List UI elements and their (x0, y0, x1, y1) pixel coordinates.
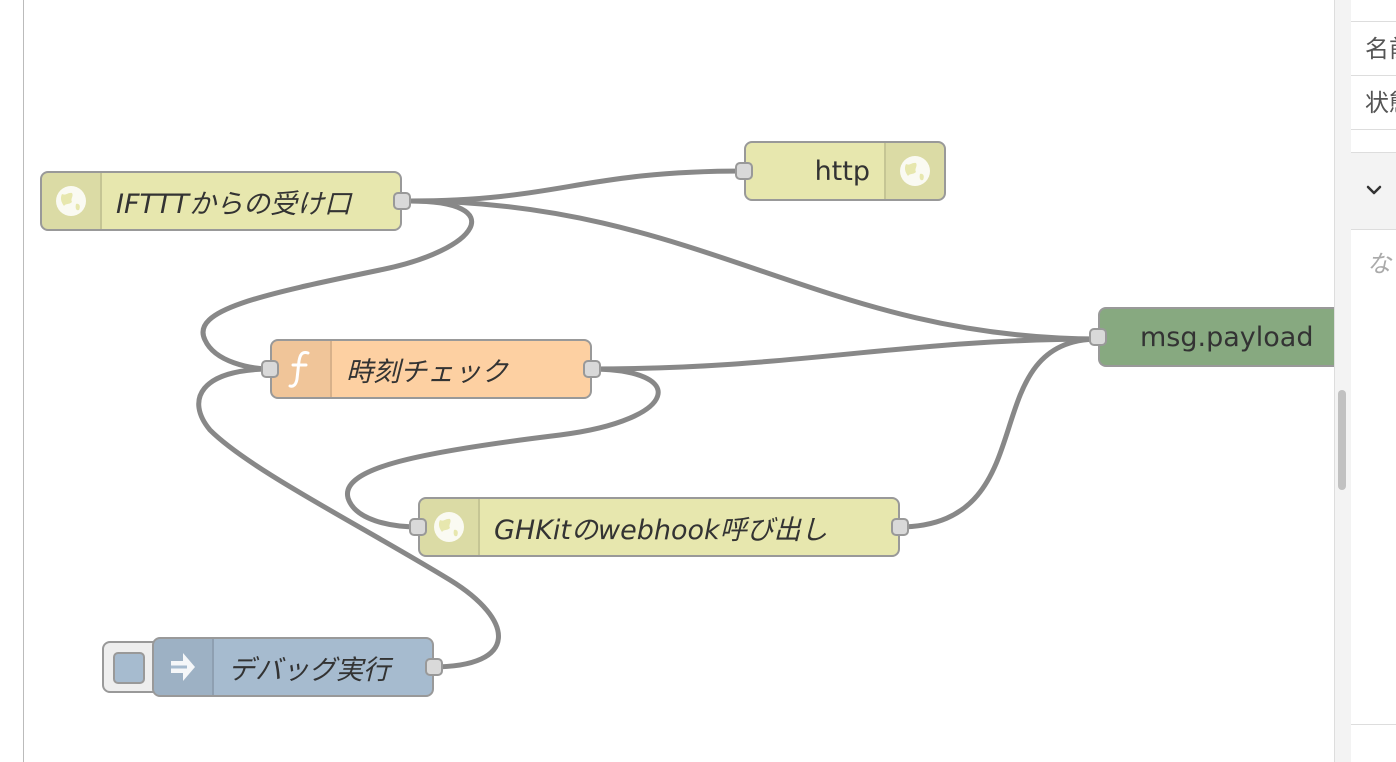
sidebar-name-row: 名前 (1351, 22, 1396, 76)
inject-button-face (113, 652, 145, 684)
workspace-scrollbar[interactable] (1334, 0, 1352, 762)
node-label: GHKitのwebhook呼び出し (494, 514, 828, 546)
wire-ghkit-to-msg-payload (895, 336, 1102, 530)
flow-workspace[interactable]: IFTTTからの受け口 http 時刻チェック (24, 0, 1334, 762)
http-response-node[interactable]: http (735, 141, 946, 201)
palette-edge (0, 0, 24, 762)
chevron-down-icon[interactable] (1365, 181, 1383, 199)
function-node[interactable]: 時刻チェック (261, 339, 601, 399)
node-label: デバッグ実行 (228, 654, 390, 686)
node-label: 時刻チェック (346, 356, 508, 388)
wire-func-to-ghkit (345, 366, 661, 530)
wire-ifttt-to-http (407, 168, 748, 204)
wires-layer (196, 168, 1102, 670)
function-icon (272, 341, 332, 397)
globe-icon (42, 173, 102, 229)
sidebar-footer (1351, 724, 1396, 762)
inject-node[interactable]: デバッグ実行 (152, 637, 443, 697)
globe-icon (420, 499, 480, 555)
info-sidebar: 名前 状態 なし (1351, 0, 1396, 762)
input-port[interactable] (409, 518, 427, 536)
wire-debug-to-func (196, 366, 501, 670)
wire-ifttt-to-msg-payload (407, 198, 1102, 342)
http-request-node[interactable]: GHKitのwebhook呼び出し (409, 497, 909, 557)
wire-func-to-msg-payload (587, 336, 1102, 372)
wire-ifttt-to-func (200, 198, 475, 372)
input-port[interactable] (1089, 328, 1107, 346)
node-label: msg.payload (1140, 321, 1314, 353)
globe-icon (884, 143, 944, 199)
debug-node[interactable]: msg.payload (1089, 307, 1334, 367)
sidebar-section-header[interactable] (1351, 152, 1396, 230)
input-port[interactable] (735, 162, 753, 180)
output-port[interactable] (393, 192, 411, 210)
status-label: 状態 (1365, 89, 1396, 117)
node-label: IFTTTからの受け口 (116, 188, 351, 220)
sidebar-status-row: 状態 (1351, 76, 1396, 130)
ifttt-http-in-node[interactable]: IFTTTからの受け口 (40, 171, 411, 231)
output-port[interactable] (425, 658, 443, 676)
output-port[interactable] (583, 360, 601, 378)
output-port[interactable] (891, 518, 909, 536)
sidebar-empty-text: なし (1367, 250, 1396, 278)
input-port[interactable] (261, 360, 279, 378)
arrow-right-icon (154, 639, 214, 695)
name-label: 名前 (1365, 35, 1396, 63)
node-label: http (814, 155, 870, 187)
scrollbar-thumb[interactable] (1338, 390, 1346, 490)
sidebar-row-top (1351, 0, 1396, 22)
